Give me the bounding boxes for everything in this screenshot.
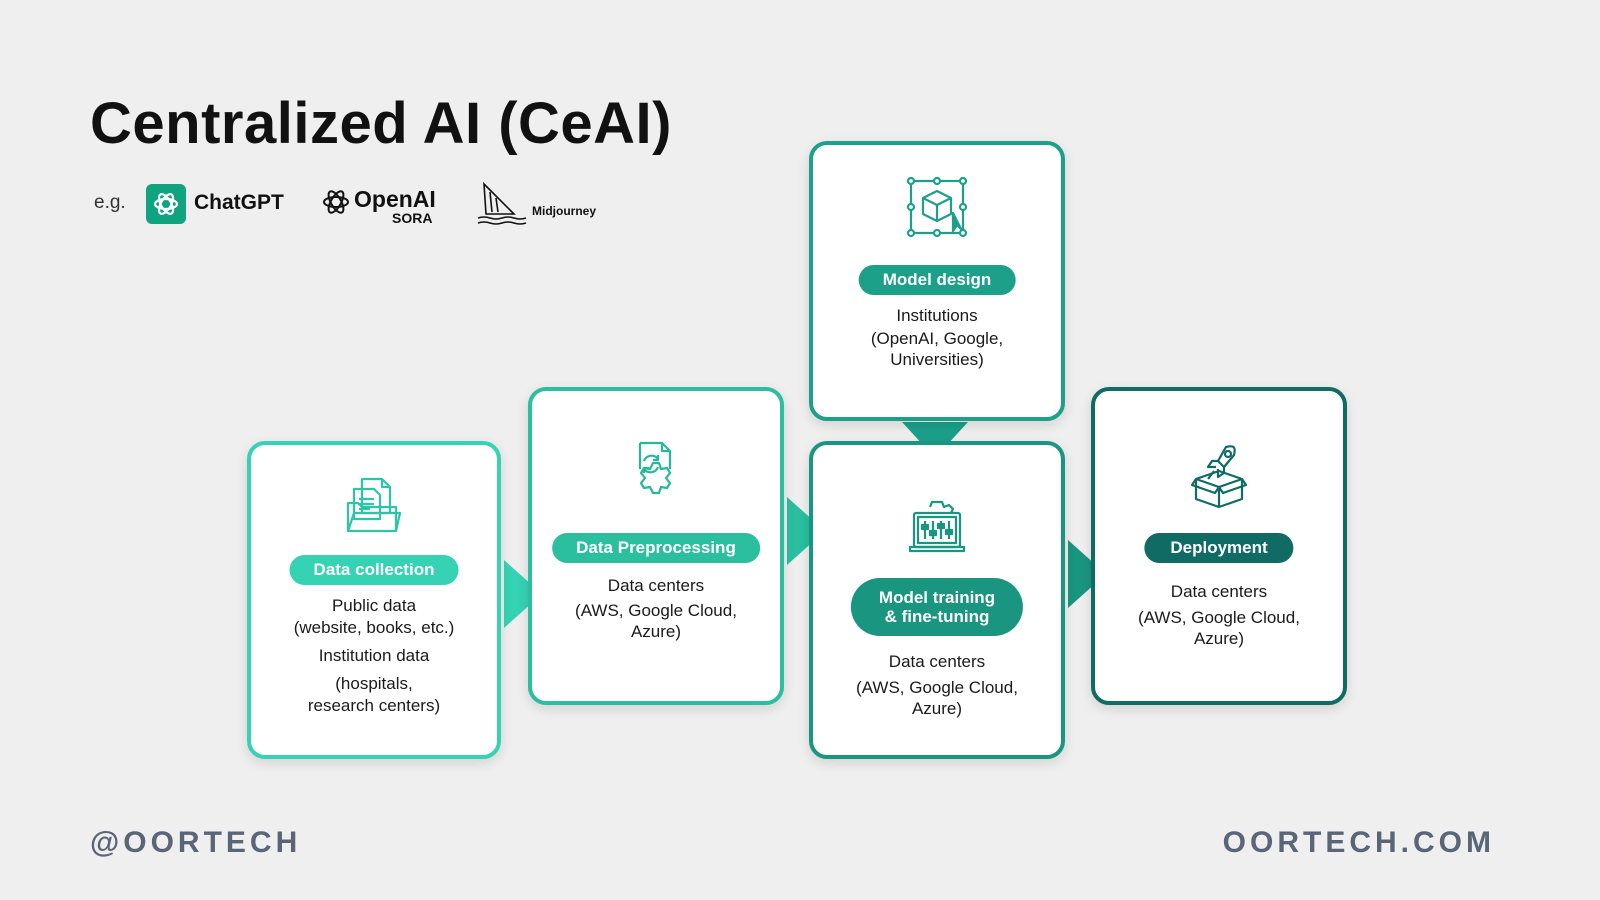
chatgpt-label: ChatGPT (194, 191, 284, 214)
desc-line: Institutions (896, 306, 978, 325)
deployment-card: Deployment Data centers (AWS, Google Clo… (1091, 387, 1347, 705)
model-design-desc: Institutions (OpenAI, Google, Universiti… (813, 305, 1061, 370)
examples-row: e.g. ChatGPT OpenAI SORA (94, 180, 634, 228)
sailboat-icon (477, 181, 527, 225)
deployment-label: Deployment (1144, 533, 1294, 563)
midjourney-label: Midjourney (532, 204, 597, 218)
model-training-card: Model training & fine-tuning Data center… (809, 441, 1065, 759)
desc-line: Azure) (911, 699, 963, 718)
page-title: Centralized AI (CeAI) (90, 91, 672, 156)
desc-line: Azure) (630, 622, 682, 641)
desc-line: (AWS, Google Cloud, (575, 601, 737, 620)
desc-line: (OpenAI, Google, (870, 329, 1004, 348)
desc-line: research centers) (307, 696, 441, 715)
model-training-desc: Data centers (AWS, Google Cloud, Azure) (813, 651, 1061, 719)
desc-line: Public data (331, 596, 417, 615)
data-collection-card: Data collection Public data (website, bo… (247, 441, 501, 759)
desc-line: Data centers (888, 652, 986, 671)
desc-line: Universities) (890, 350, 984, 369)
document-gear-icon (638, 441, 672, 495)
desc-line: (AWS, Google Cloud, (1138, 608, 1300, 627)
examples-label: e.g. (94, 192, 126, 213)
data-preprocessing-card: Data Preprocessing Data centers (AWS, Go… (528, 387, 784, 705)
sora-label: SORA (392, 210, 433, 226)
data-preprocessing-desc: Data centers (AWS, Google Cloud, Azure) (532, 575, 780, 642)
desc-line: Institution data (318, 646, 430, 665)
openai-label: OpenAI (354, 186, 436, 212)
model-training-label-line1: Model training (878, 588, 996, 607)
deployment-desc: Data centers (AWS, Google Cloud, Azure) (1095, 581, 1343, 649)
desc-line: (website, books, etc.) (293, 618, 455, 637)
desc-line: Data centers (607, 576, 705, 595)
model-design-label: Model design (858, 265, 1016, 295)
desc-line: (hospitals, (335, 674, 413, 693)
desc-line: Azure) (1193, 629, 1245, 648)
laptop-sliders-icon (908, 500, 966, 553)
chatgpt-icon (146, 184, 186, 224)
model-design-card: Model design Institutions (OpenAI, Googl… (809, 141, 1065, 421)
data-collection-label: Data collection (289, 555, 459, 585)
folder-documents-icon (346, 477, 402, 533)
data-collection-desc: Public data (website, books, etc.) Insti… (251, 595, 497, 717)
data-preprocessing-label: Data Preprocessing (552, 533, 760, 563)
desc-line: Data centers (1170, 582, 1268, 601)
cube-design-icon (906, 176, 968, 238)
rocket-box-icon (1190, 445, 1248, 509)
footer-website: OORTECH.COM (1222, 826, 1495, 859)
footer-handle: @OORTECH (90, 826, 302, 859)
desc-line: (AWS, Google Cloud, (856, 678, 1018, 697)
model-training-label: Model training & fine-tuning (850, 578, 1024, 636)
openai-icon (323, 190, 349, 214)
model-training-label-line2: & fine-tuning (884, 607, 990, 626)
